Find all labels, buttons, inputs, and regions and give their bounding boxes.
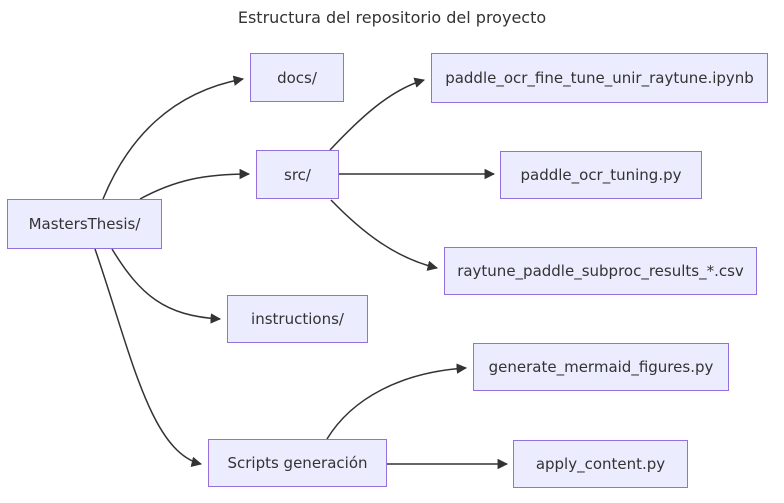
edge-src-csv bbox=[330, 199, 439, 271]
node-scripts-generacion: Scripts generación bbox=[208, 439, 387, 487]
node-generate-mermaid-figures-py: generate_mermaid_figures.py bbox=[473, 343, 729, 391]
edge-scripts-generate bbox=[326, 363, 468, 440]
node-paddle-ocr-fine-tune-ipynb: paddle_ocr_fine_tune_unir_raytune.ipynb bbox=[431, 53, 768, 103]
edge-root-docs bbox=[102, 75, 245, 200]
edge-root-scripts bbox=[94, 248, 203, 467]
edge-src-ipynb bbox=[329, 77, 426, 151]
node-docs: docs/ bbox=[250, 53, 344, 102]
node-instructions: instructions/ bbox=[227, 295, 368, 343]
edge-root-instructions bbox=[111, 248, 222, 324]
node-mastersthesis: MastersThesis/ bbox=[7, 199, 162, 249]
node-paddle-ocr-tuning-py: paddle_ocr_tuning.py bbox=[500, 151, 702, 199]
node-raytune-results-csv: raytune_paddle_subproc_results_*.csv bbox=[444, 247, 757, 295]
edge-root-src bbox=[139, 168, 251, 200]
diagram-title: Estructura del repositorio del proyecto bbox=[237, 8, 547, 27]
node-apply-content-py: apply_content.py bbox=[513, 440, 688, 488]
node-src: src/ bbox=[256, 150, 339, 199]
